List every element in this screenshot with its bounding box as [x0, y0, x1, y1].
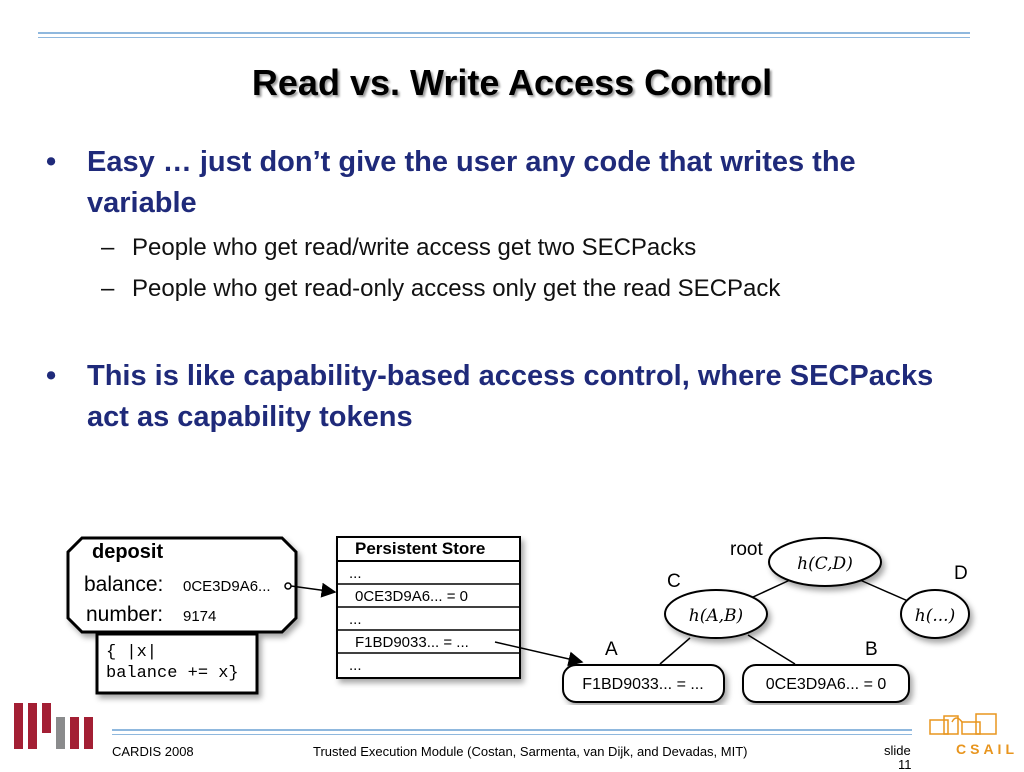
- store-row: 0CE3D9A6... = 0: [355, 588, 468, 605]
- store-arrow: [290, 582, 337, 598]
- leaf-b: [742, 664, 910, 703]
- csail-logo: CSAIL: [929, 713, 1018, 757]
- number-label: number:: [86, 603, 163, 626]
- leaf-arrow: [494, 641, 584, 667]
- code-line-1: { |x|: [106, 643, 157, 662]
- leaf-b-value: 0CE3D9A6... = 0: [766, 676, 887, 693]
- balance-value: 0CE3D9A6...: [183, 578, 271, 595]
- footer-left: CARDIS 2008: [112, 744, 194, 759]
- slide-title: Read vs. Write Access Control: [251, 62, 773, 103]
- store-row: ...: [349, 657, 362, 674]
- bullet-text: This is like capability-based access con…: [87, 360, 934, 433]
- diagram: deposit balance: 0CE3D9A6... number: 917…: [66, 536, 970, 703]
- persistent-store: [336, 536, 521, 679]
- bullet-text: Easy … just don’t give the user any code…: [87, 146, 856, 219]
- subbullet-mark: –: [101, 234, 115, 261]
- deposit-object: deposit balance: 0CE3D9A6... number: 917…: [66, 536, 298, 695]
- subbullet-1: –People who get read/write access get tw…: [101, 233, 696, 263]
- subbullet-text: People who get read-only access only get…: [132, 275, 781, 302]
- code-box: [95, 632, 259, 695]
- bullet-2: • This is like capability-based access c…: [46, 356, 966, 438]
- slide-number: 11: [898, 757, 912, 772]
- root-node-label: h(C,D): [797, 554, 853, 574]
- subbullet-2: –People who get read-only access only ge…: [101, 274, 780, 304]
- root-node: [768, 537, 882, 587]
- code-line-2: balance += x}: [106, 664, 239, 683]
- bullet-1: • Easy … just don’t give the user any co…: [46, 142, 966, 224]
- bullet-mark: •: [46, 360, 57, 392]
- store-row: F1BD9033... = ...: [355, 634, 469, 651]
- node-d-label: h(...): [915, 606, 955, 626]
- csail-text: CSAIL: [956, 741, 1018, 757]
- footer-center: Trusted Execution Module (Costan, Sarmen…: [313, 744, 748, 759]
- store-title: Persistent Store: [355, 539, 485, 558]
- leaf-a-value: F1BD9033... = ...: [582, 676, 703, 693]
- deposit-title: deposit: [92, 541, 163, 563]
- slide-label: slide: [884, 743, 911, 758]
- footer-rule: [112, 729, 912, 731]
- top-rule: [38, 32, 970, 34]
- bullet-mark: •: [46, 146, 57, 178]
- mit-logo: [14, 703, 93, 749]
- csail-building-icon: [929, 713, 997, 735]
- a-label: A: [605, 639, 618, 660]
- pointer-dot: [284, 582, 292, 590]
- leaf-a: [562, 664, 725, 703]
- node-c-label: h(A,B): [689, 606, 743, 626]
- top-rule-thin: [38, 37, 970, 38]
- root-label: root: [730, 539, 763, 560]
- subbullet-mark: –: [101, 275, 115, 302]
- number-value: 9174: [183, 608, 216, 625]
- node-d: [900, 589, 970, 639]
- store-row: ...: [349, 565, 362, 582]
- node-c: [664, 589, 768, 639]
- store-row: ...: [349, 611, 362, 628]
- c-label: C: [667, 571, 681, 592]
- deposit-frame: [66, 536, 298, 634]
- d-label: D: [954, 563, 968, 584]
- balance-label: balance:: [84, 573, 163, 596]
- subbullet-text: People who get read/write access get two…: [132, 234, 697, 261]
- b-label: B: [865, 639, 878, 660]
- footer-rule-thin: [112, 734, 912, 735]
